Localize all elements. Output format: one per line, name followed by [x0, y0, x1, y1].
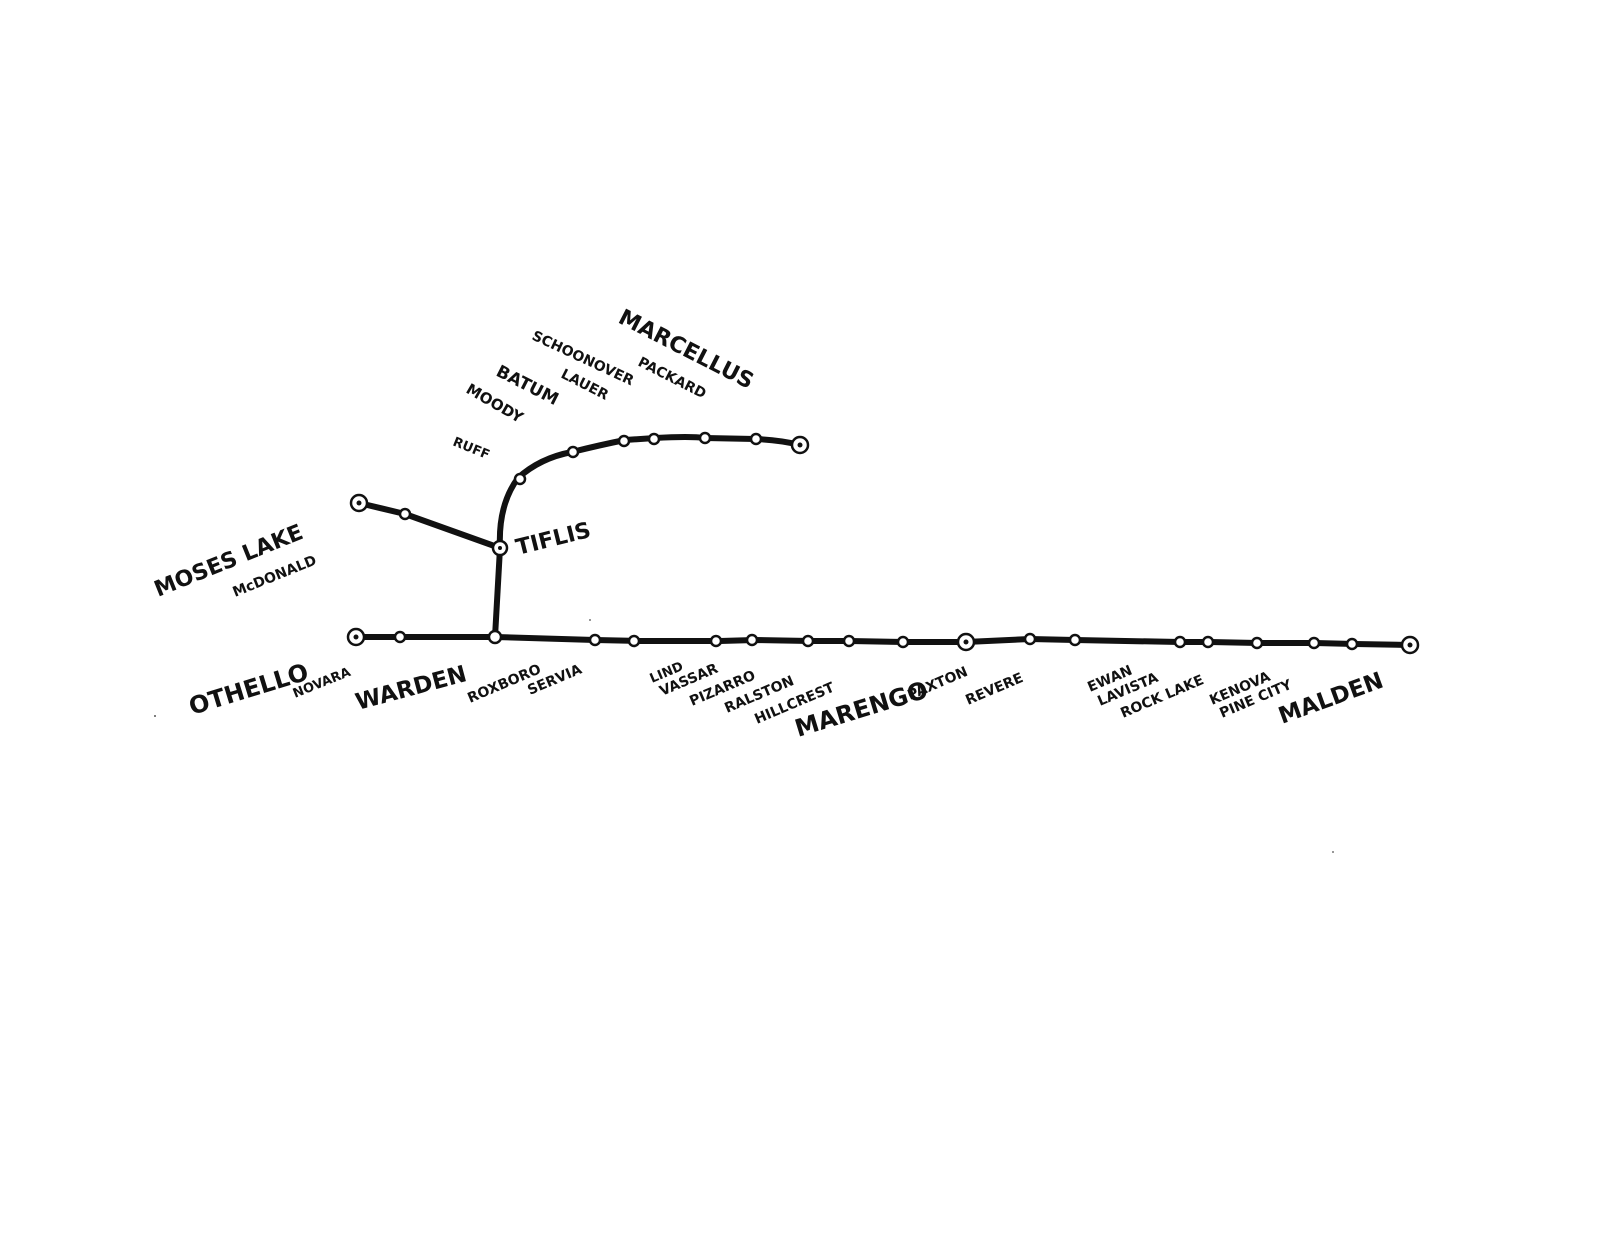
station-marker-lauer	[647, 432, 661, 446]
station-marker-paxton	[1023, 632, 1037, 646]
main-line-labels: OTHELLO NOVARA WARDEN ROXBORO SERVIA LIN…	[186, 658, 1387, 743]
station-marker-rock-lake	[1250, 636, 1264, 650]
station-label-ruff: RUFF	[451, 435, 492, 463]
station-marker-mcdonald	[398, 507, 412, 521]
station-label-paxton: PAXTON	[905, 664, 970, 704]
station-marker-servia	[627, 634, 641, 648]
station-markers	[346, 431, 1420, 655]
station-marker-othello-center	[353, 634, 359, 640]
station-marker-pine-city	[1345, 637, 1359, 651]
station-marker-batum	[617, 434, 631, 448]
station-marker-marengo-center	[963, 639, 969, 645]
station-marker-ewan	[1173, 635, 1187, 649]
station-marker-warden	[487, 629, 503, 645]
speck	[154, 715, 156, 717]
speck	[589, 619, 591, 621]
station-marker-ruff	[513, 472, 527, 486]
branch-labels: MOSES LAKE McDONALD TIFLIS RUFF MOODY BA…	[151, 305, 758, 602]
station-marker-marcellus-center	[797, 442, 803, 448]
station-label-moses-lake: MOSES LAKE	[151, 520, 307, 602]
station-marker-schoonover	[698, 431, 712, 445]
station-label-malden: MALDEN	[1275, 668, 1387, 730]
station-label-warden: WARDEN	[353, 661, 470, 716]
station-marker-vassar	[745, 633, 759, 647]
speck	[1332, 851, 1334, 853]
station-marker-tiflis-center	[498, 546, 502, 550]
station-marker-packard	[749, 432, 763, 446]
station-marker-kenova	[1307, 636, 1321, 650]
station-marker-moody	[566, 445, 580, 459]
station-marker-novara	[393, 630, 407, 644]
station-marker-moses-lake-center	[356, 500, 362, 506]
station-marker-lavista	[1201, 635, 1215, 649]
station-marker-ralston	[801, 634, 815, 648]
station-marker-roxboro	[588, 633, 602, 647]
moses-lake-branch-track	[356, 500, 503, 551]
station-label-tiflis: TIFLIS	[513, 518, 593, 561]
station-marker-malden-center	[1407, 642, 1413, 648]
station-marker-revere	[1068, 633, 1082, 647]
station-marker-hillcrest	[842, 634, 856, 648]
station-marker-lind	[709, 634, 723, 648]
scan-specks	[154, 619, 1334, 853]
station-label-revere: REVERE	[963, 670, 1025, 709]
station-marker-pizarro	[896, 635, 910, 649]
